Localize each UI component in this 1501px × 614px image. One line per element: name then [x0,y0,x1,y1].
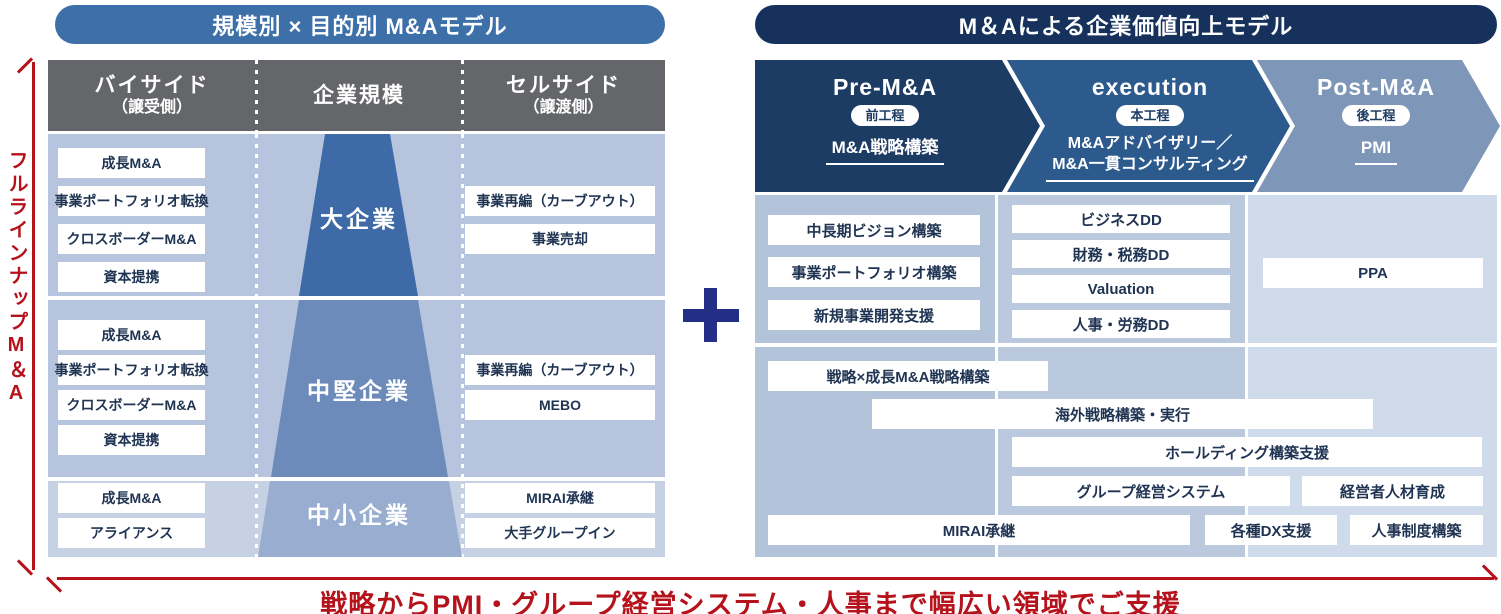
plus-icon [683,287,739,343]
buyside-item-box: 事業ポートフォリオ転換 [55,355,209,385]
phase-badge: 本工程 [1116,105,1184,126]
cross-phase-box: 経営者人材育成 [1302,476,1483,506]
phase-band: Pre-M&A 前工程 M&A戦略構築 execution 本工程 M&Aアドバ… [755,60,1501,192]
phase-service-line2: M&A一貫コンサルティング [1052,156,1248,173]
buyside-item-box: 資本提携 [58,262,205,292]
cross-phase-box: MIRAI承継 [768,515,1190,545]
phase-content-execution: execution 本工程 M&Aアドバイザリー／ M&A一貫コンサルティング [1023,74,1277,182]
buyside-item-box: 成長M&A [58,148,205,178]
left-panel-title: 規模別 × 目的別 M&Aモデル [55,5,665,44]
full-lineup-arrow: フルラインナップM＆A [0,50,46,580]
service-box: 財務・税務DD [1012,240,1230,268]
sellside-label: セルサイド [506,73,621,97]
buyside-label: バイサイド [94,73,210,97]
cross-phase-box: 各種DX支援 [1205,515,1337,545]
scale-label: 企業規模 [313,83,405,107]
buyside-item-box: クロスボーダーM&A [58,390,205,420]
buyside-item-box: クロスボーダーM&A [58,224,205,254]
service-box: Valuation [1012,275,1230,303]
phase-name: Pre-M&A [832,74,938,100]
phase-service: M&Aアドバイザリー／ M&A一貫コンサルティング [1046,133,1254,182]
bottom-support-arrow: 戦略からPMI・グループ経営システム・人事まで幅広い領域でご支援 [0,560,1501,614]
sellside-item-box: 大手グループイン [465,518,655,548]
service-box: 新規事業開発支援 [768,300,980,330]
buyside-item-box: 資本提携 [58,425,205,455]
tier-label-small: 中小企業 [307,502,411,528]
sellside-item-box: MEBO [465,390,655,420]
phase-chevron-pre [755,60,1040,192]
phase-badge: 前工程 [851,105,919,126]
body-divider-2 [461,134,464,557]
buyside-item-box: 事業ポートフォリオ転換 [55,186,209,216]
phase-name: Post-M&A [1317,74,1435,100]
phase-content-post: Post-M&A 後工程 PMI [1267,74,1485,165]
phase-content-pre: Pre-M&A 前工程 M&A戦略構築 [765,74,1005,165]
column-header-buyside: バイサイド （譲受側） [48,60,256,131]
buyside-item-box: アライアンス [58,518,205,548]
cross-phase-box: 海外戦略構築・実行 [872,399,1373,429]
tier-label-large: 大企業 [320,206,398,232]
phase-badge: 後工程 [1342,105,1410,126]
body-divider-1 [255,134,258,557]
bottom-support-label: 戦略からPMI・グループ経営システム・人事まで幅広い領域でご支援 [320,590,1181,614]
header-divider-2 [461,60,464,131]
service-box: 人事・労務DD [1012,310,1230,338]
pyramid-tier-mid [271,300,448,477]
tier-label-mid: 中堅企業 [307,378,411,404]
left-table-header: バイサイド （譲受側） 企業規模 セルサイド （譲渡側） [48,60,665,131]
plus-vertical-bar [704,288,717,342]
service-box: 中長期ビジョン構築 [768,215,980,245]
phase-service-line1: M&Aアドバイザリー／ [1067,135,1233,152]
column-header-scale: 企業規模 [256,60,462,131]
header-divider-1 [255,60,258,131]
service-box: 事業ポートフォリオ構築 [768,257,980,287]
sellside-item-box: 事業再編（カーブアウト） [465,186,655,216]
bottom-arrow-line [57,577,1494,580]
phase-service: PMI [1354,137,1398,165]
phase-name: execution [1091,74,1209,100]
section-divider [755,343,1497,347]
phase-service: M&A戦略構築 [825,137,945,165]
cross-phase-box: ホールディング構築支援 [1012,437,1482,467]
phase-chevron-execution [1007,60,1290,192]
cross-phase-box: 戦略×成長M&A戦略構築 [768,361,1048,391]
cross-phase-box: グループ経営システム [1012,476,1290,506]
buyside-sublabel: （譲受側） [111,98,192,116]
sellside-sublabel: （譲渡側） [523,98,604,116]
cross-phase-box: 人事制度構築 [1350,515,1483,545]
vertical-arrow-top-serif [16,57,34,74]
phase-chevron-post [1257,60,1500,192]
service-box: PPA [1263,258,1483,288]
right-panel-title: M＆Aによる企業価値向上モデル [755,5,1497,44]
right-panel-body: 中長期ビジョン構築 事業ポートフォリオ構築 新規事業開発支援 ビジネスDD 財務… [755,195,1497,557]
buyside-item-box: 成長M&A [58,320,205,350]
sellside-item-box: 事業再編（カーブアウト） [465,355,655,385]
column-header-sellside: セルサイド （譲渡側） [462,60,665,131]
full-lineup-label: フルラインナップM＆A [5,150,27,407]
sellside-item-box: 事業売却 [465,224,655,254]
buyside-item-box: 成長M&A [58,483,205,513]
sellside-item-box: MIRAI承継 [465,483,655,513]
left-table-body: 大企業 中堅企業 中小企業 成長M&A 事業ポートフォリオ転換 クロスボーダーM… [48,134,665,557]
pyramid-tier-small [258,481,462,557]
service-box: ビジネスDD [1012,205,1230,233]
vertical-arrow-line [32,62,35,570]
